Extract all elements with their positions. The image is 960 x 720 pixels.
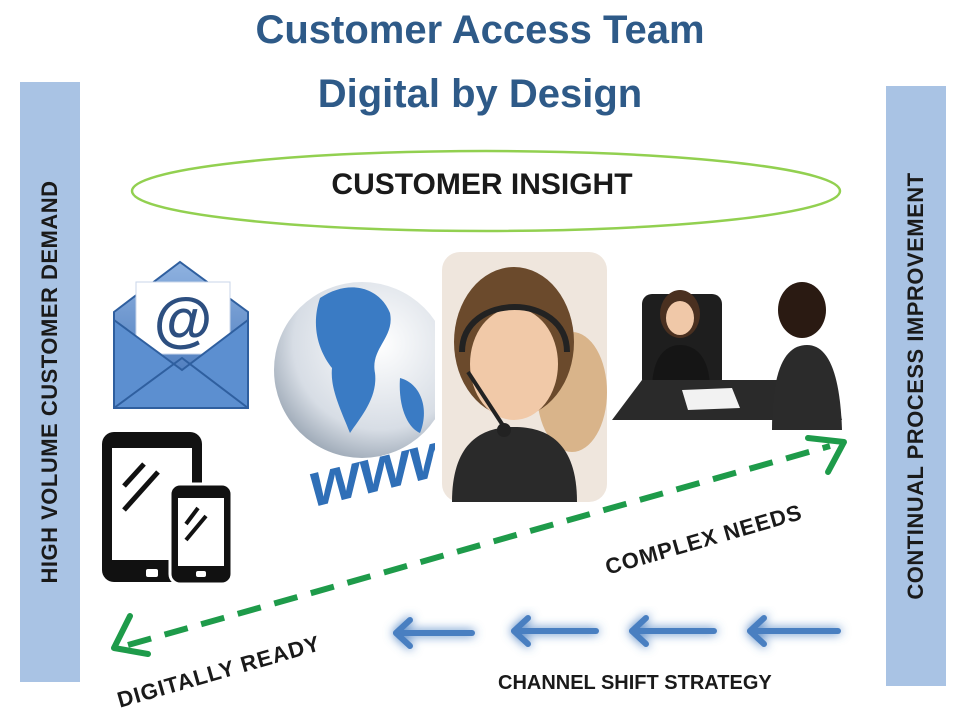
left-side-bar: HIGH VOLUME CUSTOMER DEMAND bbox=[20, 82, 80, 682]
svg-text:@: @ bbox=[154, 286, 213, 353]
right-side-bar: CONTINUAL PROCESS IMPROVEMENT bbox=[886, 86, 946, 686]
left-arrow-icon bbox=[629, 615, 717, 647]
meeting-photo bbox=[612, 270, 842, 430]
left-side-bar-label: HIGH VOLUME CUSTOMER DEMAND bbox=[37, 180, 62, 584]
channel-shift-strategy-label: CHANNEL SHIFT STRATEGY bbox=[498, 672, 772, 694]
right-side-bar-label: CONTINUAL PROCESS IMPROVEMENT bbox=[903, 172, 928, 600]
left-arrow-icon bbox=[393, 617, 475, 649]
title-line-1: Customer Access Team bbox=[255, 8, 705, 52]
title-line-2: Digital by Design bbox=[317, 72, 643, 116]
customer-insight-ellipse bbox=[130, 149, 842, 233]
globe-www-icon: www bbox=[274, 282, 435, 522]
tablet-phone-icon bbox=[102, 432, 234, 586]
email-envelope-icon: @ bbox=[113, 260, 249, 409]
digital-to-complex-dashed-arrow bbox=[111, 435, 847, 657]
headset-agent-photo bbox=[442, 252, 607, 502]
left-arrow-icon bbox=[747, 615, 841, 647]
channel-shift-arrows bbox=[393, 615, 841, 649]
left-arrow-icon bbox=[511, 615, 599, 647]
customer-insight-label: CUSTOMER INSIGHT bbox=[331, 168, 633, 201]
